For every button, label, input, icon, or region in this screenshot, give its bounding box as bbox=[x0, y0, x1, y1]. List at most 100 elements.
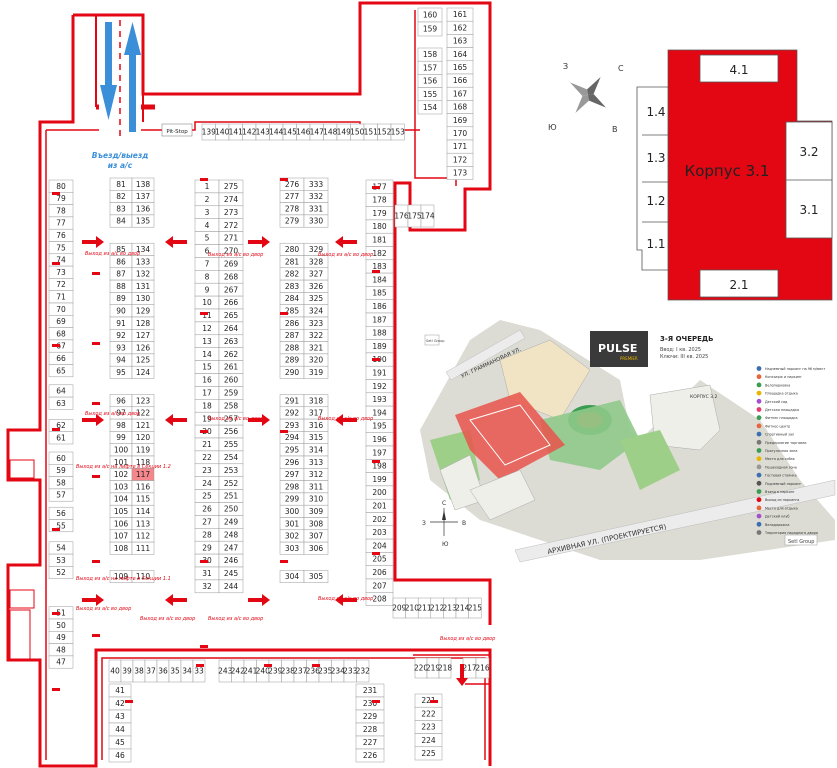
parking-slot[interactable]: 269 bbox=[218, 257, 244, 271]
parking-slot[interactable]: 153 bbox=[391, 123, 406, 141]
parking-slot[interactable]: 281 bbox=[279, 255, 305, 269]
parking-slot[interactable]: 260 bbox=[218, 373, 244, 387]
parking-slot[interactable]: 71 bbox=[48, 290, 74, 304]
parking-slot[interactable]: 303 bbox=[279, 541, 305, 555]
parking-slot[interactable]: 184 bbox=[365, 272, 394, 287]
parking-slot[interactable]: 37 bbox=[144, 659, 158, 683]
parking-slot[interactable]: 12 bbox=[194, 321, 220, 336]
parking-slot[interactable]: 138 bbox=[131, 177, 155, 191]
parking-slot[interactable]: 81 bbox=[109, 177, 133, 191]
parking-slot[interactable]: 263 bbox=[218, 334, 244, 348]
parking-slot[interactable]: 261 bbox=[218, 360, 244, 374]
parking-slot[interactable]: 15 bbox=[194, 360, 220, 374]
parking-slot[interactable]: 282 bbox=[279, 267, 305, 281]
parking-slot[interactable]: 121 bbox=[131, 418, 155, 432]
parking-slot[interactable]: 13 bbox=[194, 334, 220, 348]
parking-slot[interactable]: 36 bbox=[156, 659, 170, 683]
parking-slot[interactable]: 123 bbox=[131, 394, 155, 408]
parking-slot[interactable]: 18 bbox=[194, 399, 220, 413]
parking-slot[interactable]: 258 bbox=[218, 399, 244, 413]
parking-slot[interactable]: 253 bbox=[218, 463, 244, 477]
parking-slot[interactable]: 297 bbox=[279, 468, 305, 481]
parking-slot[interactable]: 162 bbox=[446, 20, 474, 35]
parking-slot[interactable]: 262 bbox=[218, 347, 244, 361]
parking-slot[interactable]: 32 bbox=[194, 579, 220, 594]
parking-slot[interactable]: 241 bbox=[243, 659, 258, 683]
parking-slot[interactable]: 58 bbox=[48, 476, 74, 490]
parking-slot[interactable]: 161 bbox=[446, 7, 474, 22]
parking-slot[interactable]: 278 bbox=[279, 202, 305, 216]
parking-slot[interactable]: 133 bbox=[131, 255, 155, 269]
parking-slot[interactable]: 99 bbox=[109, 431, 133, 444]
parking-slot[interactable]: 90 bbox=[109, 304, 133, 318]
parking-slot[interactable]: 289 bbox=[279, 353, 305, 367]
parking-slot[interactable]: 227 bbox=[355, 735, 385, 750]
parking-slot[interactable]: 249 bbox=[218, 515, 244, 529]
parking-slot[interactable]: 326 bbox=[303, 279, 329, 293]
parking-slot[interactable]: 255 bbox=[218, 437, 244, 452]
parking-slot[interactable]: 167 bbox=[446, 86, 474, 101]
parking-slot[interactable]: 178 bbox=[365, 193, 394, 207]
parking-slot[interactable]: 31 bbox=[194, 566, 220, 581]
parking-slot[interactable]: 48 bbox=[48, 643, 74, 657]
parking-slot[interactable]: 24 bbox=[194, 476, 220, 490]
parking-slot[interactable]: 171 bbox=[446, 139, 474, 154]
parking-slot[interactable]: 305 bbox=[303, 570, 329, 583]
parking-slot[interactable]: 29 bbox=[194, 540, 220, 555]
parking-slot[interactable]: 89 bbox=[109, 292, 133, 305]
parking-slot[interactable]: 132 bbox=[131, 267, 155, 281]
parking-slot[interactable]: 129 bbox=[131, 304, 155, 318]
parking-slot[interactable]: 267 bbox=[218, 282, 244, 297]
parking-slot[interactable]: 120 bbox=[131, 431, 155, 444]
parking-slot[interactable]: 57 bbox=[48, 488, 74, 502]
parking-slot[interactable]: 207 bbox=[365, 578, 394, 593]
parking-slot[interactable]: 170 bbox=[446, 126, 474, 141]
parking-slot[interactable]: 72 bbox=[48, 278, 74, 291]
parking-slot[interactable]: 324 bbox=[303, 304, 329, 318]
parking-slot[interactable]: 54 bbox=[48, 541, 74, 555]
parking-slot[interactable]: 189 bbox=[365, 339, 394, 354]
parking-slot[interactable]: 150 bbox=[350, 123, 365, 141]
parking-slot[interactable]: 16 bbox=[194, 373, 220, 387]
parking-slot[interactable]: 88 bbox=[109, 279, 133, 293]
parking-slot[interactable]: 115 bbox=[131, 492, 155, 506]
parking-slot[interactable]: 128 bbox=[131, 316, 155, 330]
parking-slot[interactable]: 94 bbox=[109, 353, 133, 367]
parking-slot[interactable]: 156 bbox=[417, 74, 443, 88]
parking-slot[interactable]: 187 bbox=[365, 312, 394, 327]
parking-slot[interactable]: 216 bbox=[475, 657, 490, 679]
parking-slot[interactable]: 180 bbox=[365, 219, 394, 234]
parking-slot[interactable]: 21 bbox=[194, 437, 220, 452]
parking-slot[interactable]: 111 bbox=[131, 541, 155, 555]
parking-slot[interactable]: 279 bbox=[279, 214, 305, 228]
parking-slot[interactable]: 201 bbox=[365, 498, 394, 513]
parking-slot[interactable]: 11 bbox=[194, 308, 220, 323]
parking-slot[interactable]: 308 bbox=[303, 517, 329, 531]
parking-slot[interactable]: 164 bbox=[446, 47, 474, 62]
parking-slot[interactable]: 331 bbox=[303, 202, 329, 216]
parking-slot[interactable]: 268 bbox=[218, 270, 244, 284]
parking-slot[interactable]: 175 bbox=[407, 204, 422, 228]
parking-slot[interactable]: 70 bbox=[48, 302, 74, 316]
parking-slot[interactable]: 163 bbox=[446, 34, 474, 48]
parking-slot[interactable]: 38 bbox=[132, 659, 146, 683]
parking-slot[interactable]: 179 bbox=[365, 206, 394, 221]
parking-slot[interactable]: 95 bbox=[109, 365, 133, 379]
parking-slot[interactable]: 25 bbox=[194, 489, 220, 503]
parking-slot[interactable]: 181 bbox=[365, 232, 394, 247]
parking-slot[interactable]: 226 bbox=[355, 748, 385, 763]
parking-slot[interactable]: 172 bbox=[446, 152, 474, 167]
parking-slot[interactable]: 108 bbox=[109, 541, 133, 555]
parking-slot[interactable]: 96 bbox=[109, 394, 133, 408]
parking-slot[interactable]: 73 bbox=[48, 265, 74, 279]
parking-slot[interactable]: 75 bbox=[48, 241, 74, 255]
parking-slot[interactable]: 113 bbox=[131, 517, 155, 531]
parking-slot[interactable]: 218 bbox=[438, 657, 453, 679]
parking-slot[interactable]: 82 bbox=[109, 190, 133, 203]
parking-slot[interactable]: 116 bbox=[131, 480, 155, 494]
parking-slot[interactable]: 265 bbox=[218, 308, 244, 323]
parking-slot[interactable]: 34 bbox=[180, 659, 194, 683]
parking-slot[interactable]: 143 bbox=[256, 123, 271, 141]
parking-slot[interactable]: 169 bbox=[446, 113, 474, 128]
parking-slot[interactable]: 232 bbox=[356, 659, 371, 683]
